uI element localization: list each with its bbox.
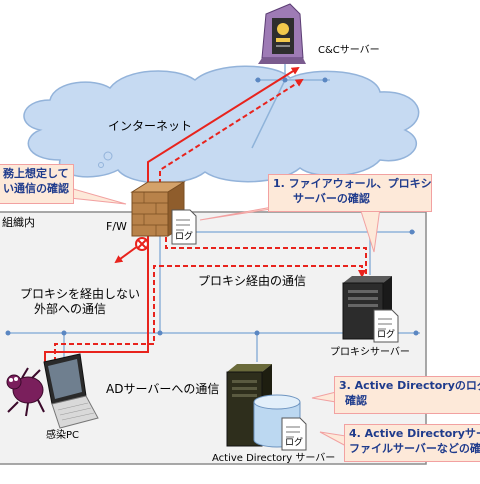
internet-cloud <box>23 65 420 184</box>
ad-server-label: Active Directory サーバー <box>212 453 336 464</box>
callout-step3-line1: 3. Active Directoryのログの <box>339 379 480 392</box>
log-document-icon <box>171 209 197 245</box>
callout-step3: 3. Active Directoryのログの 確認 <box>334 376 480 414</box>
cnc-server-icon <box>258 3 306 64</box>
log-label-ad: ログ <box>285 438 304 448</box>
log-label-fw: ログ <box>175 232 194 242</box>
internet-label: インターネット <box>108 119 193 133</box>
proxy-server-label: プロキシサーバー <box>330 347 410 358</box>
firewall-label: F/W <box>106 220 127 233</box>
ad-traffic-label: ADサーバーへの通信 <box>106 382 220 396</box>
callout-step4-line2: ファイルサーバーなどの確 <box>349 441 480 455</box>
org-internal-label: 組織内 <box>2 216 35 229</box>
log-label-proxy: ログ <box>377 330 396 340</box>
callout-unexpected-traffic-line1: 務上想定して <box>3 167 69 180</box>
callout-step1-line1: 1. ファイアウォール、プロキシ <box>273 177 432 190</box>
callout-step3-line2: 確認 <box>345 393 367 407</box>
blocked-icon <box>135 237 149 251</box>
callout-unexpected-traffic: 務上想定して い通信の確認 <box>0 164 74 204</box>
callout-unexpected-traffic-line2: い通信の確認 <box>3 181 69 195</box>
callout-step1-line2: サーバーの確認 <box>293 191 370 205</box>
log-document-icon <box>281 417 307 451</box>
bug-icon <box>6 367 45 417</box>
direct-traffic-label-line1: プロキシを経由しない <box>20 287 141 301</box>
log-document-icon <box>373 309 399 343</box>
proxy-traffic-label: プロキシ経由の通信 <box>198 274 307 288</box>
infected-pc-label: 感染PC <box>46 430 80 441</box>
cnc-server-label: C&Cサーバー <box>318 45 380 56</box>
direct-traffic-label-line2: 外部への通信 <box>34 302 107 316</box>
infected-pc-icon <box>43 353 99 429</box>
callout-step1: 1. ファイアウォール、プロキシ サーバーの確認 <box>268 174 432 212</box>
